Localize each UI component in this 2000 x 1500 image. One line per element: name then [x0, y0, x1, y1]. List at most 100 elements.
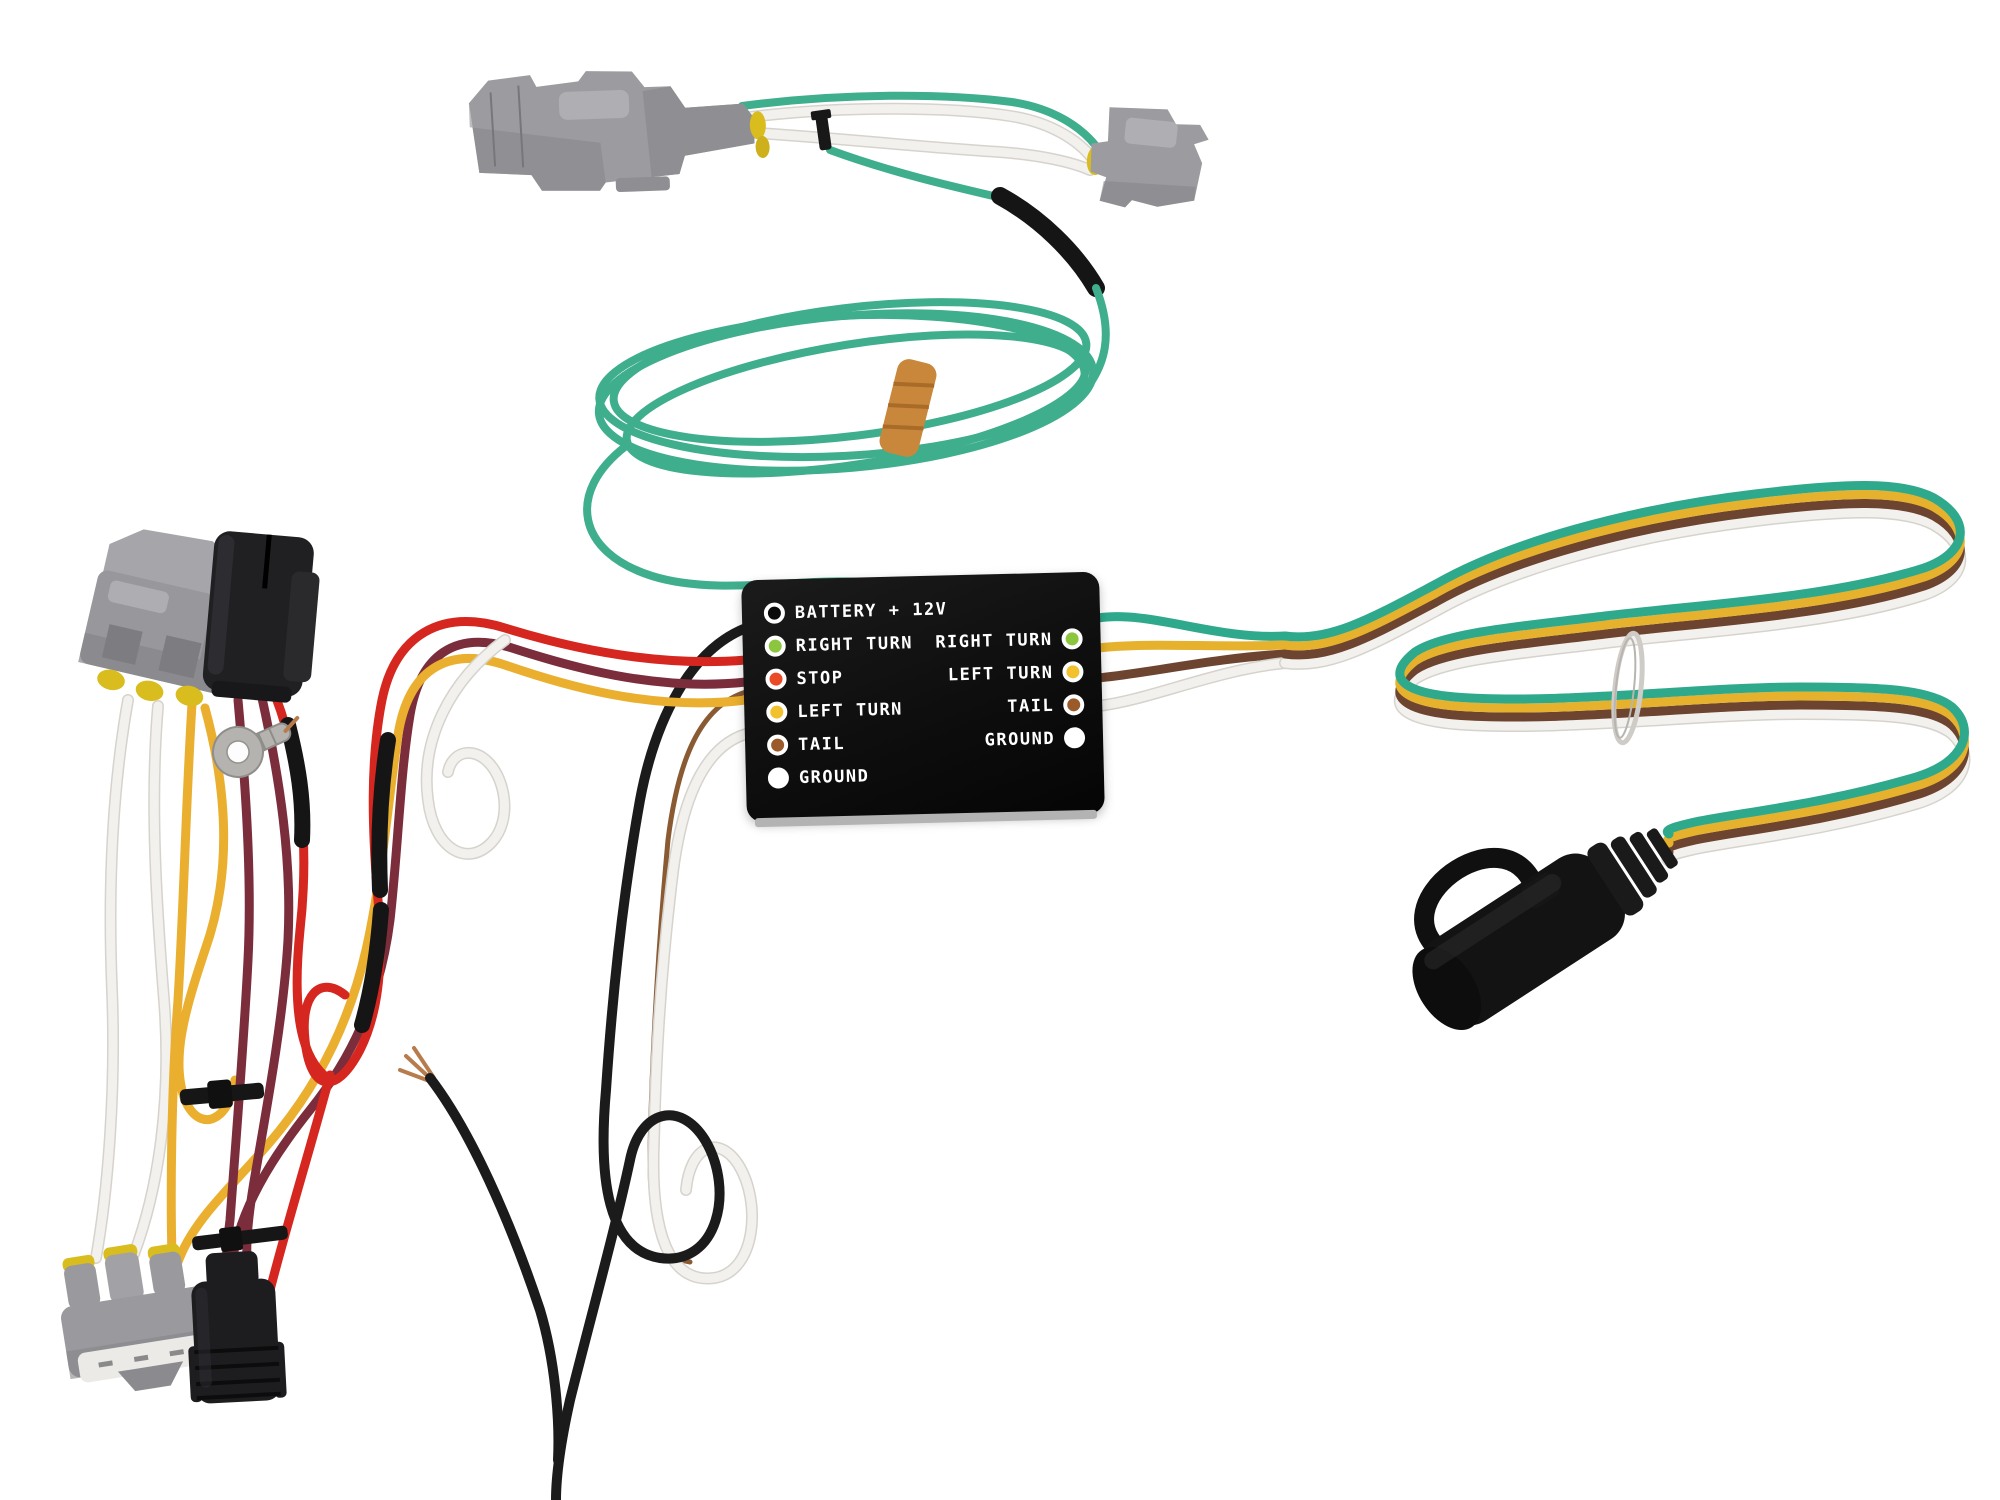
tail-led-icon [766, 734, 789, 756]
wire-green-jumper [738, 91, 1100, 150]
coil-binding-wire-inner [1613, 637, 1637, 739]
indicator-row: GROUND [767, 757, 952, 794]
dust-cap-loop [1414, 847, 1545, 965]
seal [749, 111, 766, 140]
left-turn-led-icon [766, 701, 788, 723]
collar-rib [1587, 842, 1644, 916]
converter-module: BATTERY + 12V RIGHT TURN STOP LEFT TURN … [741, 571, 1105, 823]
four-flat-connector [1412, 828, 1678, 1031]
connector-shade [1099, 181, 1196, 208]
indicator-row: TAIL [766, 724, 951, 761]
pin-slot [98, 1360, 113, 1368]
copper-strand [283, 715, 300, 733]
ribbon-brown-stub [1093, 649, 1290, 683]
connector-bulge [272, 1341, 287, 1398]
rib [194, 1345, 281, 1401]
connector-step [283, 571, 320, 683]
tie-head [219, 1226, 244, 1253]
module-output-column: RIGHT TURN LEFT TURN TAIL GROUND [935, 622, 1086, 758]
wire-maroon-pigtail2 [242, 693, 294, 1263]
rib [489, 85, 525, 168]
splice-shrink-2 [354, 902, 389, 1033]
seal [135, 680, 164, 702]
seal [97, 669, 125, 691]
connector-body [191, 1278, 281, 1404]
coil-binding-wire [1611, 630, 1645, 746]
gray-connector-lower [61, 1243, 219, 1392]
terminal-tower [104, 1252, 144, 1303]
zip-tie [179, 1079, 265, 1109]
connector-lip [211, 680, 292, 703]
vehicle-connector-left [468, 71, 770, 193]
seal [755, 136, 770, 159]
wire-yellow-pigtail [166, 699, 197, 1263]
wire-white-jumper2 [737, 127, 1095, 175]
wire-white-long [648, 729, 757, 1283]
indicator-row: TAIL [937, 688, 1085, 725]
connector-slot [262, 534, 272, 589]
coil-loop [609, 298, 1091, 446]
black-connector-upper [202, 531, 320, 703]
ribbon-green [1280, 481, 1969, 839]
zip-tie [192, 1225, 288, 1253]
stripped-wire-body [425, 1073, 564, 1465]
wire-white-long-outline [647, 728, 759, 1285]
indicator-label: LEFT TURN [797, 698, 904, 722]
connector-highlight [195, 1287, 212, 1388]
connector-highlight [558, 89, 630, 120]
right-turn-out-led-icon [1061, 628, 1083, 650]
connector-wedge [117, 1361, 184, 1392]
indicator-row: GROUND [937, 721, 1086, 758]
bonded-ribbon [1092, 481, 1971, 867]
indicator-label: RIGHT TURN [795, 632, 914, 656]
indicator-row: RIGHT TURN [935, 622, 1083, 659]
indicator-row: BATTERY + 12V [763, 592, 948, 629]
latch-slot [101, 624, 143, 665]
collar-rib [1629, 831, 1669, 883]
ground-led-icon [767, 767, 790, 789]
wire-white-pigtail2 [129, 701, 171, 1259]
black-connector-lower [188, 1251, 287, 1404]
wire-black-ground [551, 623, 751, 1500]
indicator-label: BATTERY + 12V [794, 598, 948, 623]
indicator-row: STOP [765, 658, 949, 695]
upstream-y-harness [468, 71, 1209, 398]
connector-shade [468, 103, 606, 191]
copper-strand [412, 1046, 436, 1080]
indicator-row: RIGHT TURN [764, 625, 948, 662]
indicator-row: LEFT TURN [936, 655, 1084, 692]
wire-maroon-from-module [227, 637, 751, 1267]
connector-tab [615, 176, 670, 193]
latch-slot [158, 635, 202, 679]
ribbon-yellow-stub [1093, 640, 1290, 653]
stop-led-icon [765, 668, 787, 690]
ribbon-brown [1280, 499, 1969, 857]
collar-rib [1610, 836, 1657, 898]
indicator-label: GROUND [984, 728, 1056, 751]
indicator-label: STOP [796, 667, 844, 689]
collar-rib [1646, 828, 1678, 869]
splice-shrink-1 [371, 732, 396, 898]
connector-highlight [1424, 874, 1562, 970]
left-turn-out-led-icon [1062, 661, 1084, 683]
module-input-column: BATTERY + 12V RIGHT TURN STOP LEFT TURN … [763, 592, 952, 794]
vehicle-connector-right [1086, 107, 1209, 208]
stripped-ground-wire [398, 1046, 564, 1465]
ring-terminal [212, 715, 300, 778]
cable-clip [810, 109, 832, 151]
ribbon-white [1280, 508, 1969, 866]
terminal-tower [149, 1251, 186, 1296]
wire-green-branch [826, 146, 1006, 202]
gray-connector-upper [78, 529, 243, 707]
pin-slot [133, 1354, 149, 1362]
washer-hole [226, 740, 250, 764]
indicator-label: TAIL [797, 733, 846, 755]
connector-highlight [1124, 117, 1178, 148]
ribbon-white-stub [1093, 658, 1290, 711]
indicator-label: LEFT TURN [947, 662, 1054, 685]
connector-stub [205, 1251, 259, 1288]
pin-slot [169, 1349, 185, 1357]
wire-yellow-loop [174, 703, 240, 1125]
connector-highlight [207, 534, 235, 675]
